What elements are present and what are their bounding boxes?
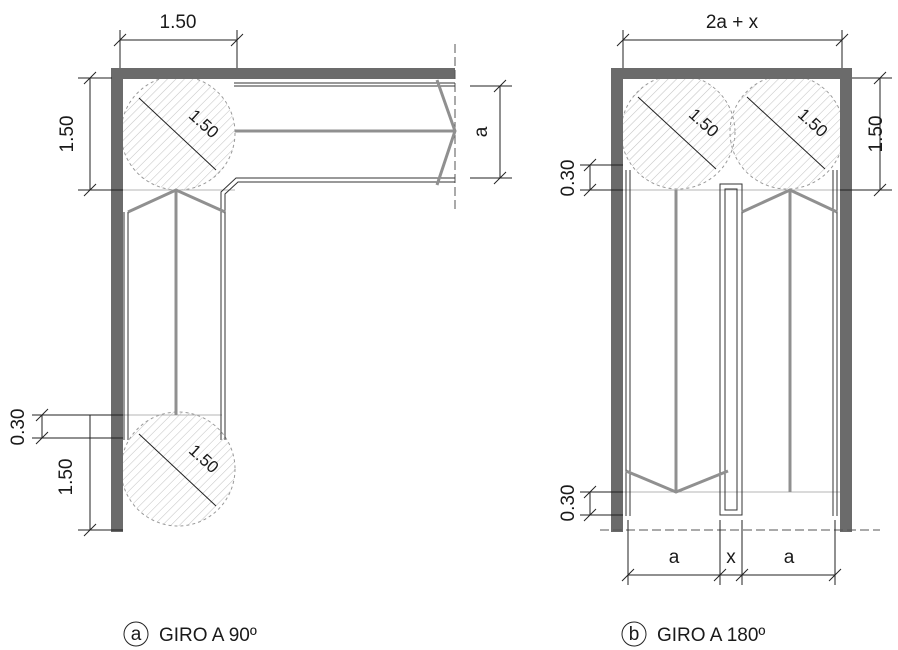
- figure-a-90-degree-turn: 1.50 1.50: [8, 12, 512, 647]
- caption-a: a GIRO A 90º: [123, 621, 257, 647]
- dimension-lines: [580, 30, 892, 585]
- turning-circle-left: 1.50: [620, 74, 736, 190]
- turning-circle-top-left: 1.50: [120, 75, 236, 191]
- caption-text: GIRO A 180º: [657, 625, 765, 646]
- wall: [111, 68, 455, 532]
- caption-b: b GIRO A 180º: [621, 621, 765, 647]
- turning-circle-right: 1.50: [729, 74, 845, 190]
- caption-text: GIRO A 90º: [159, 625, 257, 646]
- central-handrail: [719, 183, 743, 516]
- handrail: [123, 82, 455, 440]
- dim-bottom-x: x: [726, 547, 736, 568]
- dimension-lines: [32, 30, 512, 537]
- dim-top-width: 2a + x: [706, 12, 759, 33]
- dim-left-gap: 0.30: [8, 409, 29, 446]
- guide-lines: [623, 189, 840, 493]
- dim-left-top: 1.50: [57, 116, 78, 153]
- dim-right-top: 1.50: [866, 116, 887, 153]
- walking-line: [127, 79, 457, 415]
- dim-left-top-gap: 0.30: [558, 160, 579, 197]
- dim-left-bottom: 1.50: [56, 459, 77, 496]
- dim-top-width: 1.50: [160, 12, 197, 33]
- dim-bottom-a-right: a: [784, 547, 795, 568]
- dim-bottom-a-left: a: [669, 547, 680, 568]
- caption-letter: a: [131, 624, 142, 645]
- turning-circle-bottom-left: 1.50: [120, 411, 236, 527]
- handrail: [625, 170, 838, 516]
- walking-line: [625, 188, 838, 494]
- guide-lines: [123, 189, 235, 416]
- caption-letter: b: [629, 624, 640, 645]
- dim-right-a: a: [471, 126, 492, 137]
- figure-b-180-degree-turn: 1.50 1.50: [558, 12, 892, 647]
- wall: [611, 68, 852, 532]
- dim-left-bottom-gap: 0.30: [558, 485, 579, 522]
